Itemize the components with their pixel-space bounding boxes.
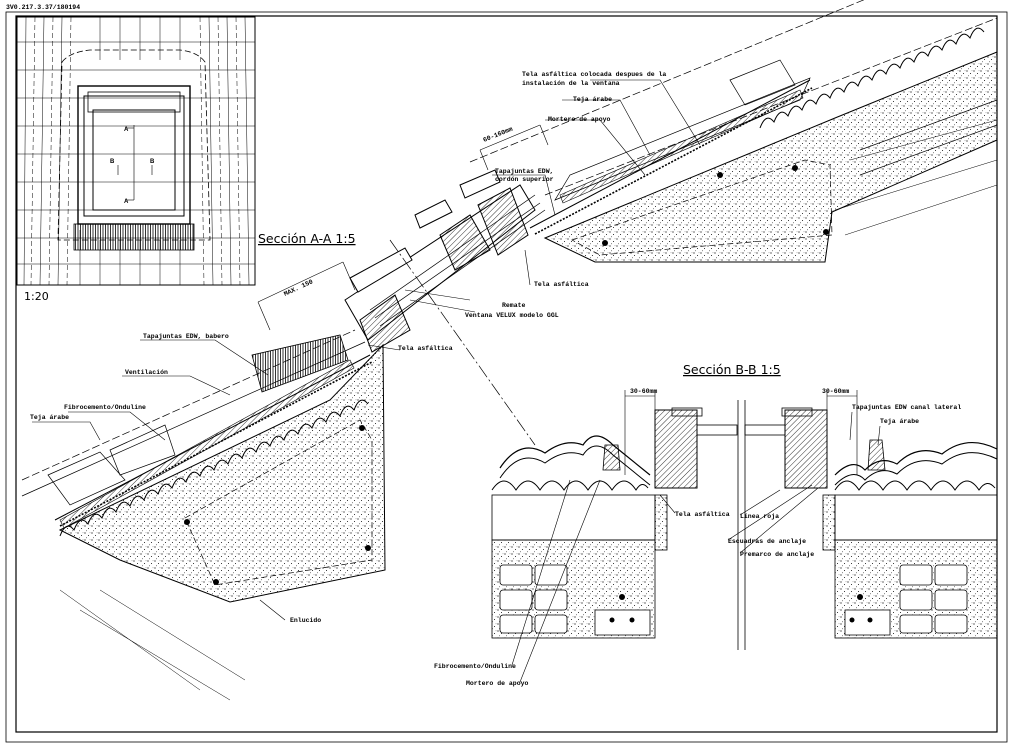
bb-tile-left <box>499 435 651 476</box>
plan-apron <box>73 223 195 251</box>
lower-tiles <box>47 424 176 506</box>
label-bb-teja-arabe: Teja árabe <box>880 418 919 425</box>
label-mortero-apoyo-top: Mortero de apoyo <box>548 116 611 123</box>
label-tapajuntas-babero: Tapajuntas EDW, babero <box>143 333 229 340</box>
label-tapajuntas-sup-2: cordón superior <box>495 176 554 183</box>
plan-mark-b-right: B <box>150 159 155 165</box>
roof-slab-lower <box>58 343 386 603</box>
label-ventana-velux: Ventana VELUX modelo GGL <box>465 312 559 319</box>
outer-frame <box>5 11 1008 743</box>
label-ventilacion: Ventilación <box>125 369 168 376</box>
label-teja-arabe-left: Teja árabe <box>30 414 69 421</box>
babero-flashing <box>251 334 349 393</box>
label-tela-asfaltica-1: Tela asfáltica <box>534 281 589 288</box>
header-code: 3V0.217.3.37/180194 <box>6 4 80 11</box>
label-bb-dim-right: 30-60mm <box>822 388 849 395</box>
label-teja-arabe-top: Teja árabe <box>573 96 612 103</box>
label-premarco: Premarco de anclaje <box>740 551 814 558</box>
bb-brick-cells <box>499 564 968 636</box>
label-tapajuntas-sup: Tapajuntas EDW, <box>495 168 554 175</box>
bb-corrugation-right <box>834 480 996 491</box>
section-bb: Sección B-B 1:5 <box>434 362 998 687</box>
lower-tile-hatch <box>59 359 355 529</box>
upper-tiles <box>554 59 998 201</box>
label-bb-fibrocemento: Fibrocemento/Onduline <box>434 663 516 670</box>
label-tela-after-2: instalación de la ventana <box>522 80 620 87</box>
label-fibrocemento-left: Fibrocemento/Onduline <box>64 404 146 411</box>
inner-frame <box>15 15 998 733</box>
plan-tile-grid <box>17 16 255 286</box>
velux-window-section <box>344 169 536 353</box>
bb-frame-left <box>654 409 698 489</box>
plan-mark-a-top: A <box>124 127 129 133</box>
corrugated-sheet-lower <box>59 399 369 537</box>
label-bb-dim-left: 30-60mm <box>630 388 657 395</box>
label-escuadras: Escuadras de anclaje <box>728 538 806 545</box>
plan-scale: 1:20 <box>24 290 49 303</box>
bb-corrugation-left <box>491 480 649 491</box>
bb-frame-right <box>784 409 828 489</box>
label-remate: Remate <box>502 302 526 309</box>
bb-tile-right <box>834 442 998 476</box>
plan-window-flashing <box>83 95 185 217</box>
roof-slab-upper <box>543 51 998 263</box>
plan-view: A B B A 1:20 <box>16 16 256 303</box>
upper-tile-hatch <box>559 89 804 204</box>
label-linea-roja: Línea roja <box>740 513 779 520</box>
label-enlucido: Enlucido <box>290 617 321 624</box>
label-tapajuntas-lateral: Tapajuntas EDW canal lateral <box>852 404 961 411</box>
label-tela-asfaltica-2: Tela asfáltica <box>398 345 453 352</box>
label-bb-mortero: Mortero de apoyo <box>466 680 529 687</box>
section-aa-title: Sección A-A 1:5 <box>258 231 356 246</box>
plan-mark-b-left: B <box>110 159 115 165</box>
plan-window-pane <box>92 109 176 211</box>
corrugated-sheet-upper <box>759 27 985 129</box>
label-tela-after: Tela asfáltica colocada despues de la <box>522 71 666 78</box>
plan-mark-a-bottom: A <box>124 199 129 205</box>
section-aa: Sección A-A 1:5 <box>21 0 998 701</box>
label-bb-tela-asfaltica: Tela asfáltica <box>675 511 730 518</box>
label-dim-top: 60-160mm <box>482 126 514 144</box>
section-bb-title: Sección B-B 1:5 <box>683 362 781 377</box>
